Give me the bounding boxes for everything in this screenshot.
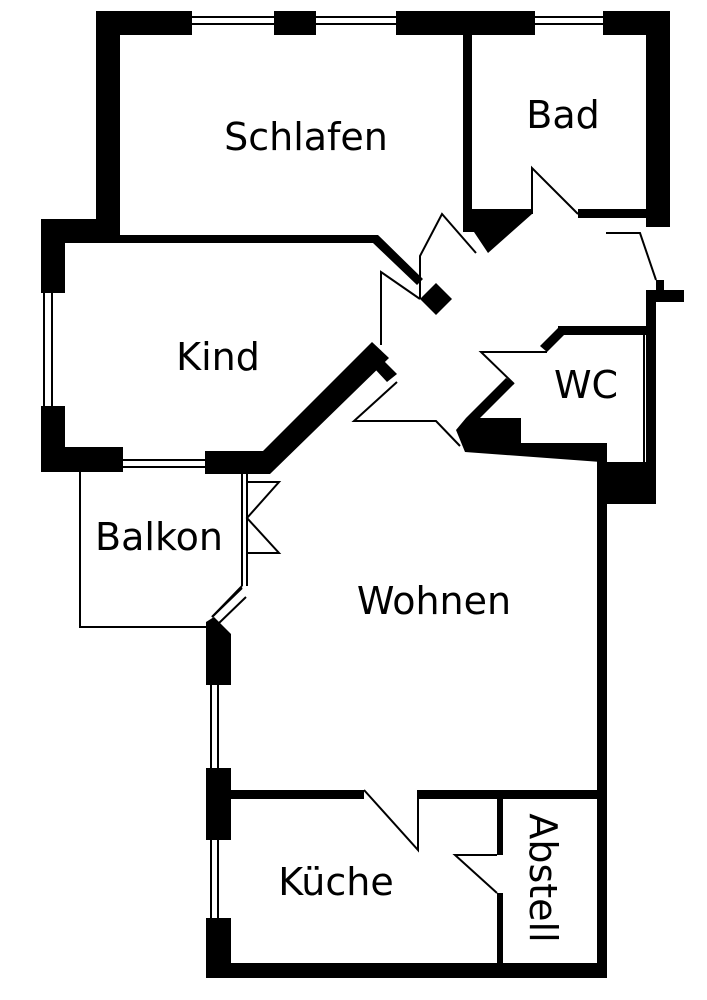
wall [41,219,65,293]
wall [420,283,452,315]
windows [43,16,603,918]
wall [466,378,514,424]
balcony-outline [79,472,212,628]
wall [558,326,648,335]
wall [96,11,120,243]
window-left-kind [43,293,53,406]
room-label-wohnen: Wohnen [357,579,511,623]
wall [646,11,670,227]
window-top-mid [316,16,396,25]
wall [598,462,656,504]
wall [396,11,535,35]
wall [274,11,316,35]
wall [578,209,670,218]
window-kind-balkon [123,459,205,468]
kind-door-swing [380,270,421,345]
wall [463,209,532,253]
room-label-bad: Bad [526,93,599,137]
abstell-door-swing [452,854,498,894]
bad-door-swing [531,165,579,215]
thin-lines [79,165,657,894]
wall [206,617,231,685]
balcony-door-frame [211,474,248,618]
wall [540,326,567,352]
corridor-door-swing [606,232,657,281]
window-wohnen-left [210,685,219,768]
wall [597,443,607,978]
wall [646,290,656,504]
schlafen-door-swing [419,212,477,299]
room-label-abstell: Abstell [521,813,565,942]
walls [41,11,684,978]
window-diagonal [211,587,247,625]
wall [41,447,123,472]
room-label-kind: Kind [176,335,260,379]
wall [120,235,423,285]
wall [456,418,601,462]
wall [656,280,664,300]
room-label-balkon: Balkon [95,515,223,559]
wall [374,361,397,382]
wohnen-door-swing [351,381,461,447]
wc-door-swing [478,351,547,385]
wall [205,342,389,474]
wall [206,963,607,978]
wall [418,790,607,799]
wall [206,768,231,840]
window-top-right [535,16,603,25]
balcony-door-swing [245,481,282,554]
wall [463,35,472,215]
room-label-kueche: Küche [278,860,393,904]
wall [231,790,364,799]
wall [497,893,503,968]
room-label-wc: WC [554,363,618,407]
window-top-left [192,16,274,25]
room-label-schlafen: Schlafen [224,115,388,159]
wall [497,799,503,855]
kueche-door-swing [363,789,419,853]
window-kueche-left [210,840,219,918]
